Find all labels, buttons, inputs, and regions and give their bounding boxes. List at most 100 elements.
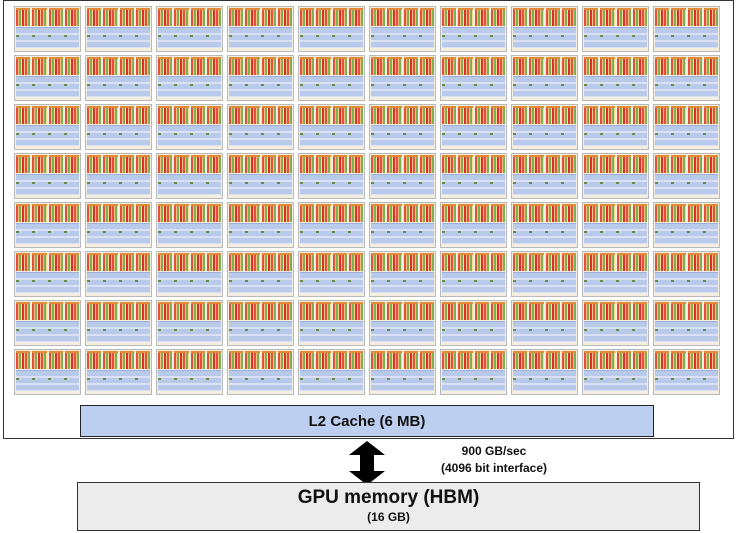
sm-processing-quad	[458, 57, 473, 75]
sm-processing-quad	[671, 302, 686, 320]
sm-processing-quad	[616, 106, 631, 124]
sm-processing-quad	[32, 204, 47, 222]
sm-block	[85, 349, 152, 395]
sm-processing-quad	[348, 106, 363, 124]
sm-processing-quad	[245, 253, 260, 271]
sm-core-array	[158, 302, 221, 320]
sm-processing-quad	[64, 106, 79, 124]
sm-processing-quad	[64, 302, 79, 320]
sm-block	[653, 6, 720, 52]
sm-shared-memory	[229, 174, 292, 195]
sm-processing-quad	[419, 253, 434, 271]
sm-processing-quad	[206, 57, 221, 75]
sm-processing-quad	[135, 253, 150, 271]
sm-block	[227, 251, 294, 297]
sm-processing-quad	[632, 106, 647, 124]
sm-processing-quad	[245, 106, 260, 124]
sm-core-array	[87, 155, 150, 173]
sm-processing-quad	[561, 253, 576, 271]
sm-core-array	[16, 155, 79, 173]
sm-processing-quad	[206, 351, 221, 369]
sm-block	[156, 153, 223, 199]
sm-shared-memory	[655, 27, 718, 48]
sm-shared-memory	[513, 272, 576, 293]
sm-processing-quad	[300, 8, 315, 26]
sm-processing-quad	[442, 302, 457, 320]
sm-processing-quad	[632, 302, 647, 320]
sm-processing-quad	[103, 8, 118, 26]
sm-block	[85, 202, 152, 248]
sm-processing-quad	[348, 57, 363, 75]
sm-processing-quad	[561, 302, 576, 320]
sm-shared-memory	[16, 223, 79, 244]
sm-block	[369, 202, 436, 248]
sm-processing-quad	[545, 204, 560, 222]
sm-core-array	[300, 106, 363, 124]
gpu-memory-title: GPU memory (HBM)	[297, 487, 480, 508]
sm-processing-quad	[348, 253, 363, 271]
sm-processing-quad	[371, 253, 386, 271]
sm-processing-quad	[229, 106, 244, 124]
sm-core-array	[300, 8, 363, 26]
sm-shared-memory	[442, 76, 505, 97]
sm-processing-quad	[529, 253, 544, 271]
sm-core-array	[229, 57, 292, 75]
sm-processing-quad	[687, 351, 702, 369]
sm-block	[14, 202, 81, 248]
sm-processing-quad	[103, 155, 118, 173]
sm-block	[440, 349, 507, 395]
sm-block	[298, 55, 365, 101]
sm-processing-quad	[206, 302, 221, 320]
sm-shared-memory	[655, 174, 718, 195]
sm-shared-memory	[87, 321, 150, 342]
sm-processing-quad	[119, 351, 134, 369]
sm-processing-quad	[119, 106, 134, 124]
sm-core-array	[655, 302, 718, 320]
sm-core-array	[513, 351, 576, 369]
sm-shared-memory	[87, 76, 150, 97]
sm-processing-quad	[229, 8, 244, 26]
sm-processing-quad	[87, 8, 102, 26]
sm-core-array	[87, 8, 150, 26]
sm-processing-quad	[300, 155, 315, 173]
sm-processing-quad	[687, 8, 702, 26]
sm-core-array	[584, 57, 647, 75]
sm-processing-quad	[632, 351, 647, 369]
sm-core-array	[16, 106, 79, 124]
sm-core-array	[229, 106, 292, 124]
sm-block	[14, 104, 81, 150]
sm-processing-quad	[158, 155, 173, 173]
sm-shared-memory	[371, 223, 434, 244]
sm-processing-quad	[403, 302, 418, 320]
sm-processing-quad	[584, 253, 599, 271]
sm-processing-quad	[529, 155, 544, 173]
sm-core-array	[513, 8, 576, 26]
sm-block	[85, 55, 152, 101]
sm-processing-quad	[458, 106, 473, 124]
sm-core-array	[371, 351, 434, 369]
sm-processing-quad	[119, 253, 134, 271]
sm-processing-quad	[703, 106, 718, 124]
sm-shared-memory	[513, 76, 576, 97]
sm-shared-memory	[371, 125, 434, 146]
sm-processing-quad	[671, 204, 686, 222]
sm-processing-quad	[442, 8, 457, 26]
sm-processing-quad	[64, 57, 79, 75]
sm-core-array	[442, 106, 505, 124]
sm-processing-quad	[261, 351, 276, 369]
sm-processing-quad	[277, 351, 292, 369]
sm-core-array	[371, 155, 434, 173]
sm-shared-memory	[442, 174, 505, 195]
l2-cache-label: L2 Cache (6 MB)	[308, 412, 426, 430]
sm-processing-quad	[403, 106, 418, 124]
sm-core-array	[655, 253, 718, 271]
sm-shared-memory	[442, 27, 505, 48]
sm-processing-quad	[458, 204, 473, 222]
sm-processing-quad	[32, 57, 47, 75]
sm-processing-quad	[687, 155, 702, 173]
sm-processing-quad	[703, 57, 718, 75]
sm-core-array	[655, 57, 718, 75]
sm-processing-quad	[87, 351, 102, 369]
sm-core-array	[158, 351, 221, 369]
sm-block	[85, 6, 152, 52]
